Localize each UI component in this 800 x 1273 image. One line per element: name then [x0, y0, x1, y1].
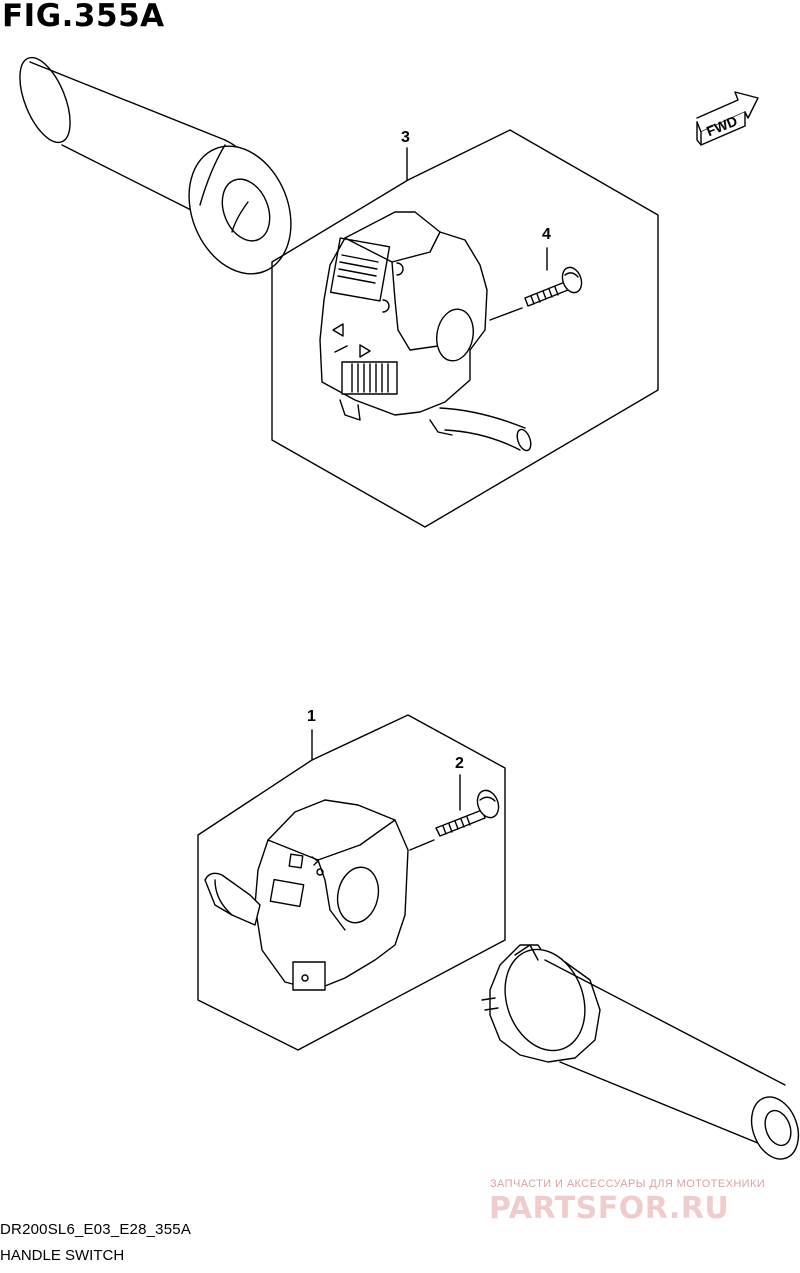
right-handle-switch	[319, 211, 488, 436]
fwd-label: FWD	[704, 112, 740, 139]
callout-part-4: 4	[542, 226, 551, 243]
screw-part-2	[435, 774, 500, 837]
switch-assembly-frame-left	[197, 714, 506, 1051]
left-handlebar-grip	[19, 56, 292, 275]
fwd-label-layer: FWD	[704, 112, 740, 139]
throttle-grip	[481, 944, 800, 1160]
screw-4-leader	[489, 307, 523, 321]
right-switch-cable	[439, 407, 526, 451]
diagram-title: HANDLE SWITCH	[0, 1247, 125, 1264]
watermark-logo: PARTSFOR.RU	[489, 1191, 730, 1226]
screw-2-leader	[409, 839, 435, 851]
callout-part-1: 1	[307, 708, 316, 725]
callout-part-2: 2	[455, 755, 464, 772]
callout-part-3: 3	[401, 129, 410, 146]
screw-part-4	[524, 247, 583, 307]
switch-assembly-frame-right	[271, 129, 659, 528]
diagram-code: DR200SL6_E03_E28_355A	[0, 1221, 192, 1238]
figure-title: FIG.355A	[2, 0, 165, 34]
left-handle-switch	[204, 799, 409, 991]
watermark-tagline: ЗАПЧАСТИ И АКСЕССУАРЫ ДЛЯ МОТОТЕХНИКИ	[490, 1178, 766, 1190]
fwd-arrow-icon	[696, 91, 759, 146]
